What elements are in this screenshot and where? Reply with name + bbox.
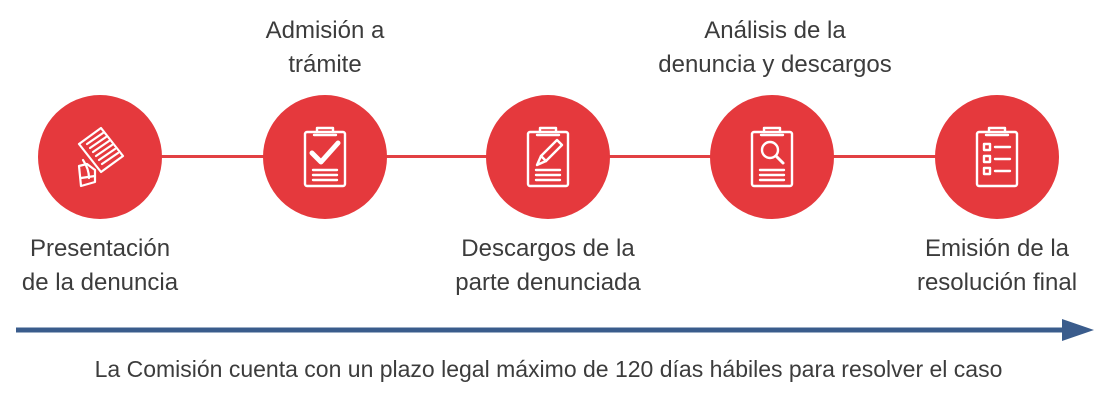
step-circle-admision xyxy=(263,95,387,219)
step-label-line: Admisión a xyxy=(265,17,385,44)
step-label-line: de la denuncia xyxy=(21,269,179,296)
step-label-line: Descargos de la xyxy=(461,235,635,262)
step-label-descargos: Descargos de la parte denunciada xyxy=(448,232,648,300)
clipboard-search-icon xyxy=(750,126,794,188)
step-label-line: denuncia y descargos xyxy=(658,51,892,78)
step-circle-emision xyxy=(935,95,1059,219)
step-label-analisis: Análisis de la denuncia y descargos xyxy=(625,14,925,82)
step-label-line: parte denunciada xyxy=(455,269,641,296)
document-hand-icon xyxy=(77,126,125,188)
step-label-line: resolución final xyxy=(916,269,1078,296)
step-label-line: Emisión de la xyxy=(924,235,1070,262)
timeline-arrow xyxy=(16,319,1094,341)
clipboard-checklist-icon xyxy=(975,126,1019,188)
step-label-line: Presentación xyxy=(29,235,171,262)
step-label-emision: Emisión de la resolución final xyxy=(897,232,1097,300)
step-label-line: trámite xyxy=(288,51,362,78)
step-label-admision: Admisión a trámite xyxy=(225,14,425,82)
footnote-text: La Comisión cuenta con un plazo legal má… xyxy=(94,356,1003,382)
clipboard-check-icon xyxy=(303,126,347,188)
clipboard-pencil-icon xyxy=(526,126,570,188)
step-label-presentacion: Presentación de la denuncia xyxy=(0,232,200,300)
step-label-line: Análisis de la xyxy=(704,17,846,44)
step-circle-presentacion xyxy=(38,95,162,219)
step-circle-descargos xyxy=(486,95,610,219)
step-circle-analisis xyxy=(710,95,834,219)
